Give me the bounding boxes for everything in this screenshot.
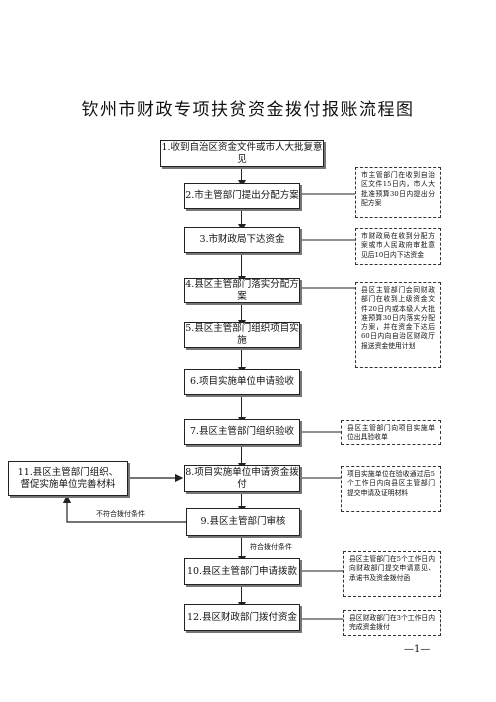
pass-condition-label: 符合拨付条件	[250, 543, 292, 551]
step-2-box: 2.市主管部门提出分配方案	[184, 183, 300, 209]
step-9-label: 9.县区主管部门审核	[200, 516, 286, 527]
step-2-label: 2.市主管部门提出分配方案	[185, 190, 299, 201]
step-3-label: 3.市财政局下达资金	[199, 234, 285, 245]
note-step-12: 县区财政部门在3个工作日内完成资金拨付	[343, 610, 441, 636]
step-7-box: 7.县区主管部门组织验收	[184, 419, 300, 445]
step-1-box: 1.收到自治区资金文件或市人大批复意见	[160, 140, 324, 167]
note-step-7: 县区主管部门向项目实施单位出具验收单	[341, 420, 441, 445]
note-step-3: 市财政局在收到分配方案或市人民政府审批意见后10日内下达资金	[355, 228, 441, 265]
connector-7-8	[241, 445, 243, 464]
connector-3-4	[241, 253, 243, 277]
connector-8-9	[241, 492, 243, 507]
step-8-label: 8.项目实施单位申请资金拨付	[185, 466, 299, 490]
note-step-2: 市主管部门在收到自治区文件15日内，市人大批准预算30日内提出分配方案	[355, 167, 441, 218]
step-11-label: 11.县区主管部门组织、督促实施单位完善材料	[17, 466, 119, 490]
step-7-label: 7.县区主管部门组织验收	[189, 426, 295, 437]
connector-6-7	[241, 395, 243, 418]
fail-condition-label: 不符合拨付条件	[96, 510, 145, 518]
step-6-label: 6.项目实施单位申请验收	[189, 376, 295, 387]
step-5-label: 5.县区主管部门组织项目实施	[185, 323, 299, 346]
fail-loop-line	[62, 494, 186, 523]
note-step-8: 项目实施单位在验收通过后5个工作日内向县区主管部门提交申请及证明材料	[341, 466, 441, 512]
step-10-label: 10.县区主管部门申请拨款	[186, 565, 298, 577]
step-12-box: 12.县区财政部门拨付资金	[184, 604, 300, 631]
connector-2-3	[241, 209, 243, 225]
step-1-label: 1.收到自治区资金文件或市人大批复意见	[161, 141, 323, 165]
connector-9-10	[241, 536, 243, 557]
step-12-label: 12.县区财政部门拨付资金	[186, 611, 298, 623]
step-4-label: 4.县区主管部门落实分配方案	[185, 278, 299, 302]
step-10-box: 10.县区主管部门申请拨款	[184, 558, 300, 585]
connector-4-5	[241, 303, 243, 321]
page-title: 钦州市财政专项扶贫资金拨付报账流程图	[81, 100, 415, 120]
connector-1-2	[241, 167, 243, 181]
step-11-box: 11.县区主管部门组织、督促实施单位完善材料	[8, 461, 128, 496]
step-5-box: 5.县区主管部门组织项目实施	[184, 322, 300, 348]
step-8-box: 8.项目实施单位申请资金拨付	[184, 465, 300, 492]
step-6-box: 6.项目实施单位申请验收	[184, 369, 300, 395]
connector-5-6	[241, 348, 243, 368]
page-number: —1—	[404, 644, 431, 655]
note-step-10: 县区主管部门在5个工作日内向财政部门提交申请意见、承诺书及资金拨付函	[343, 551, 441, 597]
step-4-box: 4.县区主管部门落实分配方案	[184, 278, 300, 303]
connector-10-12	[241, 585, 243, 603]
step-3-box: 3.市财政局下达资金	[184, 227, 300, 253]
note-step-4: 县区主管部门会同财政部门在收到上级资金文件20日内或本级人大批准预算30日内落实…	[355, 282, 441, 368]
step-9-box: 9.县区主管部门审核	[186, 508, 300, 536]
